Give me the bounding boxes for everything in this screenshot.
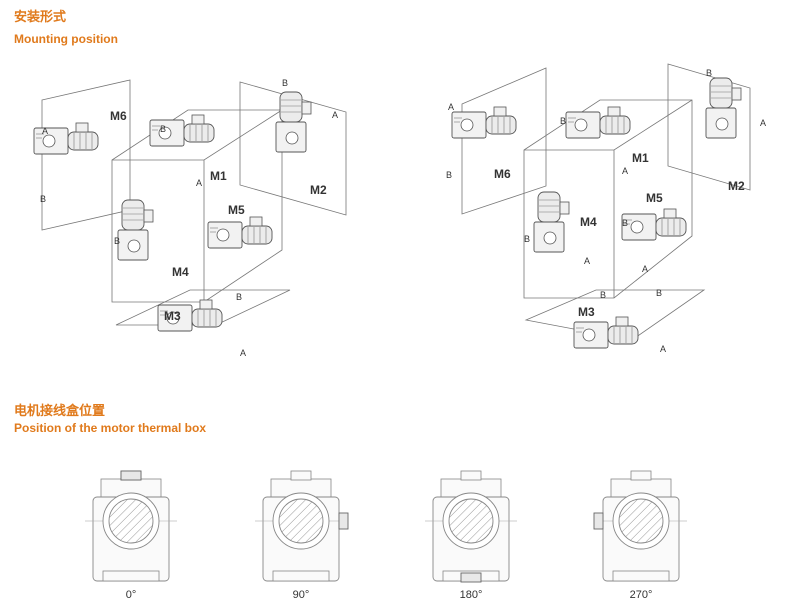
angle-180: 180° — [460, 589, 483, 601]
end-b2-m3-right: B — [656, 288, 662, 298]
motor-m6-right-icon — [451, 106, 517, 139]
end-b-m2-right: B — [706, 68, 712, 78]
label-m5-right: M5 — [646, 191, 663, 205]
thermal-box-title-en: Position of the motor thermal box — [14, 421, 207, 435]
motor-m4-right-icon — [533, 191, 570, 253]
label-m3-left: M3 — [164, 309, 181, 323]
end-a-m6-right: A — [448, 102, 454, 112]
angle-0: 0° — [126, 589, 137, 601]
motor-m5-right-icon — [621, 208, 687, 241]
thermal-box-270-icon — [593, 470, 688, 582]
end-b-m1-right: B — [560, 116, 566, 126]
end-a-m3-right: A — [660, 344, 666, 354]
end-a-m3-left: A — [240, 348, 246, 358]
end-b-m3-left: B — [236, 292, 242, 302]
angle-90: 90° — [293, 589, 310, 601]
thermal-box-0-icon — [84, 470, 178, 582]
end-a-m1-left: A — [196, 178, 202, 188]
motor-m5-left-icon — [207, 216, 273, 249]
thermal-box-90-icon — [254, 470, 349, 582]
end-a-m1-right: A — [622, 166, 628, 176]
label-m6-right: M6 — [494, 167, 511, 181]
motor-m4-left-icon — [117, 199, 154, 261]
label-m5-left: M5 — [228, 203, 245, 217]
end-b-m6-left: B — [40, 194, 46, 204]
mounting-motors-left — [33, 91, 312, 332]
thermal-box-0: 0° — [84, 470, 178, 601]
end-a-m6-left: A — [42, 126, 48, 136]
end-b-m5-right: B — [622, 218, 628, 228]
end-b-m3-right: B — [600, 290, 606, 300]
motor-m2-right-icon — [705, 77, 742, 139]
end-b-m4-left: B — [114, 236, 120, 246]
end-a-m5-right: A — [642, 264, 648, 274]
angle-270: 270° — [630, 589, 653, 601]
motor-m3-right-icon — [573, 316, 639, 349]
thermal-box-270: 270° — [593, 470, 688, 601]
end-a-m2-left: A — [332, 110, 338, 120]
thermal-box-title-cn: 电机接线盒位置 — [14, 404, 106, 419]
label-m3-right: M3 — [578, 305, 595, 319]
label-m1-right: M1 — [632, 151, 649, 165]
mounting-motors-right — [451, 77, 742, 349]
end-b-m1-left: B — [160, 124, 166, 134]
label-m4-left: M4 — [172, 265, 189, 279]
end-b-m4-right: B — [524, 234, 530, 244]
mounting-title-en: Mounting position — [14, 32, 118, 46]
thermal-box-180-icon — [424, 470, 518, 583]
label-m2-right: M2 — [728, 179, 745, 193]
end-a-m4-right: A — [584, 256, 590, 266]
label-m4-right: M4 — [580, 215, 597, 229]
end-a-m2-right: A — [760, 118, 766, 128]
mounting-title-cn: 安装形式 — [14, 10, 67, 25]
end-b-m2-left: B — [282, 78, 288, 88]
thermal-box-180: 180° — [424, 470, 518, 601]
motor-m1-right-icon — [565, 106, 631, 139]
position-labels-right: M1 M2 M3 M4 M5 M6 A B B A B A B A B A B … — [446, 68, 766, 354]
thermal-box-90: 90° — [254, 470, 349, 601]
label-m2-left: M2 — [310, 183, 327, 197]
position-labels-left: M1 M2 M3 M4 M5 M6 A B B A B A B B A — [40, 78, 338, 358]
end-b-m6-right: B — [446, 170, 452, 180]
label-m1-left: M1 — [210, 169, 227, 183]
label-m6-left: M6 — [110, 109, 127, 123]
